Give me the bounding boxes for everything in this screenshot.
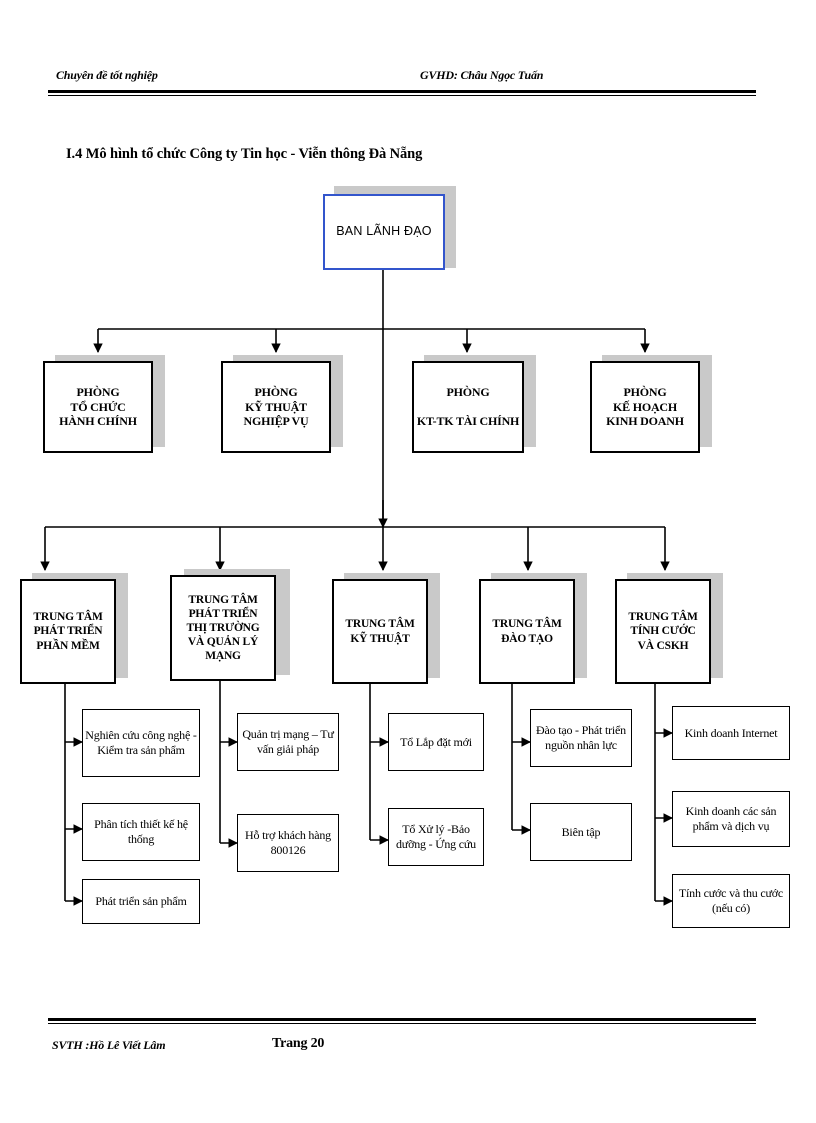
node-kinh-doanh-internet[interactable]: Kinh doanh Internet [672, 706, 790, 760]
node-label: TRUNG TÂM TÍNH CƯỚC VÀ CSKH [628, 611, 698, 652]
node-label: Kinh doanh các sản phẩm và dịch vụ [685, 804, 777, 833]
node-label: TRUNG TÂM ĐÀO TẠO [492, 618, 562, 645]
node-label: Tính cước và thu cước (nếu có) [678, 886, 784, 915]
node-label: TRUNG TÂM PHÁT TRIỂN THỊ TRƯỜNG VÀ QUẢN … [186, 593, 260, 663]
node-label: PHÒNG TỔ CHỨC HÀNH CHÍNH [59, 385, 137, 429]
node-trung-tam-phat-trien-phan-mem[interactable]: TRUNG TÂM PHÁT TRIỂN PHẦN MỀM [20, 579, 116, 684]
header-right-text: GVHD: Châu Ngọc Tuấn [420, 68, 544, 82]
node-label: BAN LÃNH ĐẠO [336, 224, 432, 239]
node-label: PHÒNG KỸ THUẬT NGHIỆP VỤ [243, 385, 309, 429]
node-phan-tich-thiet-ke-he-thong[interactable]: Phân tích thiết kế hệ thống [82, 803, 200, 861]
node-bien-tap[interactable]: Biên tập [530, 803, 632, 861]
node-quan-tri-mang-tu-van-giai-phap[interactable]: Quản trị mạng – Tư vấn giải pháp [237, 713, 339, 771]
footer-rule [48, 1018, 756, 1024]
node-label: TRUNG TÂM KỸ THUẬT [345, 618, 415, 645]
header-left-text: Chuyên đề tốt nghiệp [56, 68, 158, 82]
node-nghien-cuu-cong-nghe[interactable]: Nghiên cứu công nghệ - Kiểm tra sản phẩm [82, 709, 200, 777]
node-label: Tổ Xử lý -Bảo dưỡng - Ứng cứu [396, 822, 476, 851]
node-label: Phân tích thiết kế hệ thống [94, 817, 188, 846]
node-label: Nghiên cứu công nghệ - Kiểm tra sản phẩm [85, 728, 197, 757]
node-phong-kt-tk-tai-chinh[interactable]: PHÒNG KT-TK TÀI CHÍNH [412, 361, 524, 453]
node-to-xu-ly-bao-duong-ung-cuu[interactable]: Tổ Xử lý -Bảo dưỡng - Ứng cứu [388, 808, 484, 866]
node-label: Hỗ trợ khách hàng 800126 [245, 828, 331, 857]
node-phong-ky-thuat-nghiep-vu[interactable]: PHÒNG KỸ THUẬT NGHIỆP VỤ [221, 361, 331, 453]
node-dao-tao-phat-trien-nguon-nhan-luc[interactable]: Đào tạo - Phát triển nguồn nhân lực [530, 709, 632, 767]
page-number: Trang 20 [272, 1036, 325, 1051]
node-phong-ke-hoach-kinh-doanh[interactable]: PHÒNG KẾ HOẠCH KINH DOANH [590, 361, 700, 453]
node-ho-tro-khach-hang-800126[interactable]: Hỗ trợ khách hàng 800126 [237, 814, 339, 872]
node-ban-lanh-dao[interactable]: BAN LÃNH ĐẠO [323, 194, 445, 270]
node-phat-trien-san-pham[interactable]: Phát triển sản phẩm [82, 879, 200, 924]
node-label: TRUNG TÂM PHÁT TRIỂN PHẦN MỀM [33, 611, 103, 652]
header-rule [48, 90, 756, 96]
page-title: I.4 Mô hình tổ chức Công ty Tin học - Vi… [66, 146, 423, 162]
node-label: Kinh doanh Internet [684, 725, 778, 740]
node-label: Phát triển sản phẩm [95, 894, 187, 909]
footer-left-text: SVTH :Hồ Lê Viết Lâm [52, 1038, 166, 1052]
node-label: Tổ Lắp đặt mới [400, 734, 472, 749]
node-trung-tam-dao-tao[interactable]: TRUNG TÂM ĐÀO TẠO [479, 579, 575, 684]
node-to-lap-dat-moi[interactable]: Tổ Lắp đặt mới [388, 713, 484, 771]
node-tinh-cuoc-va-thu-cuoc[interactable]: Tính cước và thu cước (nếu có) [672, 874, 790, 928]
node-label: PHÒNG KT-TK TÀI CHÍNH [416, 385, 520, 429]
node-label: Quản trị mạng – Tư vấn giải pháp [242, 727, 334, 756]
node-trung-tam-tinh-cuoc-va-cskh[interactable]: TRUNG TÂM TÍNH CƯỚC VÀ CSKH [615, 579, 711, 684]
node-trung-tam-phat-trien-thi-truong[interactable]: TRUNG TÂM PHÁT TRIỂN THỊ TRƯỜNG VÀ QUẢN … [170, 575, 276, 681]
node-label: Đào tạo - Phát triển nguồn nhân lực [536, 723, 626, 752]
node-trung-tam-ky-thuat[interactable]: TRUNG TÂM KỸ THUẬT [332, 579, 428, 684]
node-label: Biên tập [561, 824, 601, 839]
node-label: PHÒNG KẾ HOẠCH KINH DOANH [606, 385, 684, 429]
node-kinh-doanh-cac-san-pham-va-dich-vu[interactable]: Kinh doanh các sản phẩm và dịch vụ [672, 791, 790, 847]
node-phong-to-chuc-hanh-chinh[interactable]: PHÒNG TỔ CHỨC HÀNH CHÍNH [43, 361, 153, 453]
